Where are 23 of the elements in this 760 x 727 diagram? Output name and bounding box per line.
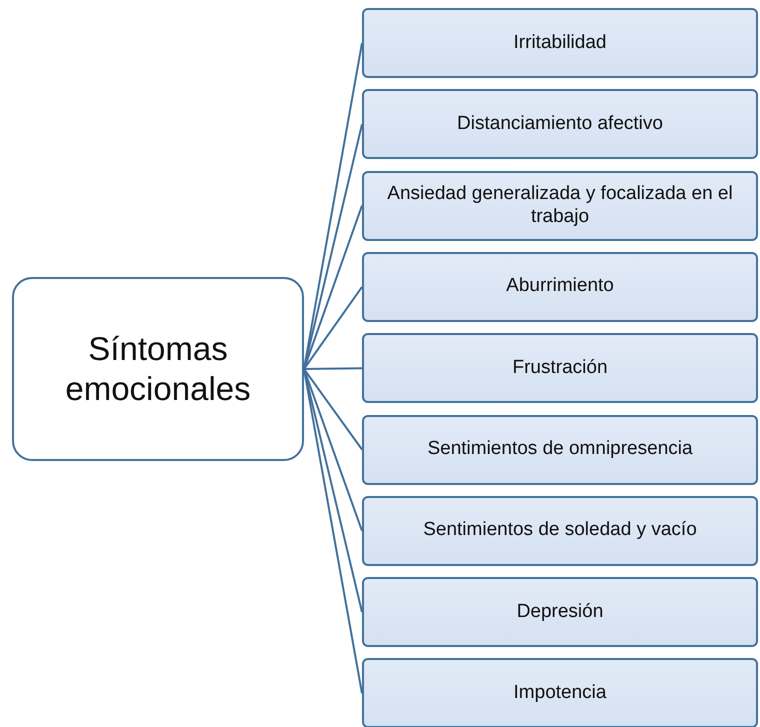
symptom-box — [362, 252, 758, 322]
node-text: Impotencia — [514, 682, 606, 705]
symptom-box — [362, 333, 758, 404]
node-text: Distanciamiento afectivo — [457, 112, 663, 136]
symptom-box — [362, 89, 758, 160]
symptom-box — [362, 8, 758, 78]
symptom-box — [362, 658, 758, 727]
connector-line — [303, 368, 363, 450]
connector-line — [304, 367, 362, 370]
node-text: Sentimientos de soledad y vacío — [423, 519, 697, 542]
symptom-box — [362, 414, 758, 484]
node-text: Depresión — [516, 600, 604, 624]
node-text: Frustración — [512, 356, 608, 380]
node-text: Sentimientos de omnipresencia — [427, 438, 693, 461]
node-text: Aburrimiento — [506, 275, 614, 298]
symptom-box — [362, 577, 758, 648]
node-text: Irritabilidad — [514, 32, 606, 54]
symptom-box — [362, 170, 758, 241]
node-text: Síntomas emocionales — [64, 329, 252, 409]
node-text: Ansiedad generalizada y focalizada en el trabajo — [386, 182, 734, 228]
connector-line — [303, 286, 363, 370]
symptom-box — [362, 496, 758, 566]
topic-box — [12, 277, 304, 461]
